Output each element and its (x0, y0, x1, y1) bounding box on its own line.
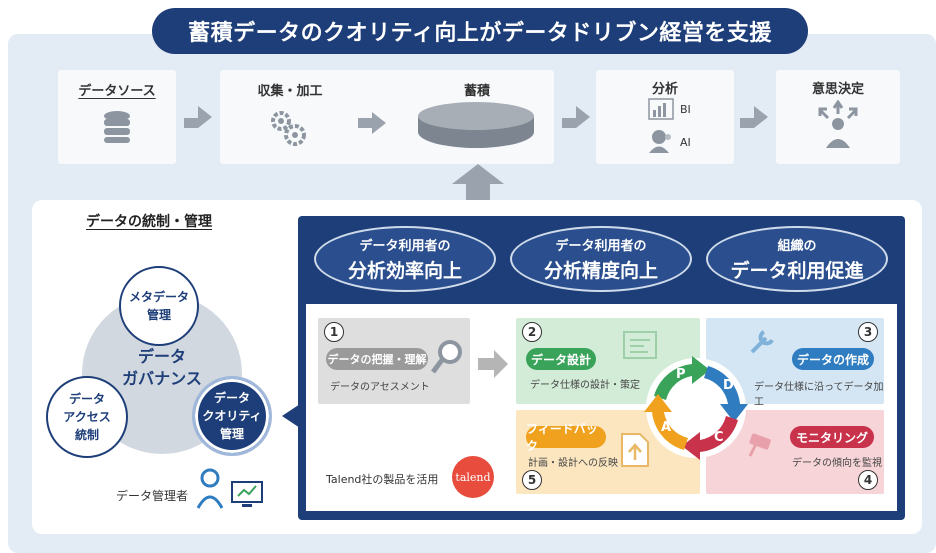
step-3-number: 3 (858, 322, 878, 342)
stage-collect-label: 収集・加工 (257, 84, 323, 99)
step-5-desc: 計画・設計への反映 (528, 458, 618, 469)
step-2-desc: データ仕様の設計・策定 (530, 380, 640, 391)
stage-decision: 意思決定 (776, 70, 900, 164)
step-2-label: データ設計 (526, 348, 596, 370)
step-4-number: 4 (858, 470, 878, 490)
pdca-c-label: C (714, 430, 724, 445)
pdca-a-label: A (661, 420, 672, 435)
talend-caption: Talend社の製品を活用 (326, 473, 439, 486)
arrow-step1-to-cycle (478, 350, 508, 378)
decision-person-icon (818, 100, 858, 148)
pdca-cycle (644, 356, 748, 460)
step-3-desc: データ仕様に沿ってデータ加工 (754, 382, 884, 408)
goal-accuracy-line1: データ利用者の (555, 239, 647, 254)
stage-store-label: 蓄積 (463, 84, 490, 99)
arrow-head (198, 106, 212, 128)
step-5-box: フィードバック 計画・設計への反映 5 (516, 410, 700, 494)
stage-data-source: データソース (58, 70, 176, 164)
step-4-label: モニタリング (790, 426, 874, 448)
stage-data-source-label: データソース (78, 84, 156, 99)
magnifier-icon (431, 340, 462, 374)
governance-heading: データの統制・管理 (86, 214, 212, 230)
step-2-number: 2 (522, 322, 542, 342)
pointer-triangle (282, 404, 300, 428)
step-1-box: 1 データの把握・理解 データのアセスメント (318, 318, 470, 404)
pdca-d-label: D (723, 378, 734, 393)
arrow-up-to-store (452, 164, 504, 206)
goal-utilization-line2: データ利用促進 (730, 260, 864, 282)
camera-icon (748, 433, 771, 457)
document-upload-icon (621, 433, 649, 467)
arrow-head (576, 106, 590, 128)
arrow-collect-to-store (358, 118, 372, 128)
goal-accuracy-line2: 分析精度向上 (543, 260, 658, 282)
data-access-control: データ アクセス 統制 (46, 376, 128, 458)
data-quality-management: データ クオリティ 管理 (192, 376, 272, 456)
step-1-desc: データのアセスメント (330, 382, 430, 393)
diagram-title: 蓄積データのクオリティ向上がデータドリブン経営を支援 (152, 8, 808, 54)
arrow-head (754, 106, 768, 128)
storage-disk-icon (418, 102, 534, 148)
data-manager-icon (196, 468, 263, 509)
stage-store: 蓄積 (400, 70, 554, 164)
bar-chart-icon (648, 98, 674, 120)
goal-utilization-line1: 組織の (777, 239, 817, 254)
gears-icon (271, 111, 306, 146)
goal-efficiency-line2: 分析効率向上 (347, 260, 462, 282)
data-manager-label: データ管理者 (116, 489, 189, 503)
arrow-source-to-collect (184, 112, 198, 128)
blueprint-icon (623, 331, 657, 359)
governance-center-label: データ ガバナンス (122, 347, 202, 388)
database-icon (104, 111, 130, 143)
arrow-analysis-to-decision (740, 112, 754, 128)
goal-efficiency: データ利用者の 分析効率向上 (314, 226, 496, 292)
arrow-store-to-analysis (562, 112, 576, 128)
step-1-label: データの把握・理解 (326, 348, 428, 370)
goal-accuracy: データ利用者の 分析精度向上 (510, 226, 692, 292)
step-4-desc: データの傾向を監視 (792, 458, 882, 469)
stage-analysis: 分析 BI AI (596, 70, 734, 164)
talend-logo: talend (452, 456, 494, 498)
analysis-bi-label: BI (680, 103, 691, 116)
meta-data-management: メタデータ 管理 (119, 266, 199, 346)
wrench-icon (750, 330, 774, 354)
stage-collect: 収集・加工 (220, 70, 360, 164)
step-5-number: 5 (522, 470, 542, 490)
step-1-number: 1 (324, 322, 344, 342)
goal-efficiency-line1: データ利用者の (359, 239, 451, 254)
stage-decision-label: 意思決定 (811, 82, 864, 97)
pdca-p-label: P (676, 367, 686, 382)
goal-utilization: 組織の データ利用促進 (706, 226, 888, 292)
stage-analysis-label: 分析 (651, 82, 678, 97)
arrow-head (372, 112, 386, 134)
ai-head-icon (649, 130, 671, 153)
step-3-label: データの作成 (792, 348, 874, 370)
analysis-ai-label: AI (680, 136, 691, 149)
step-5-label: フィードバック (526, 422, 606, 453)
